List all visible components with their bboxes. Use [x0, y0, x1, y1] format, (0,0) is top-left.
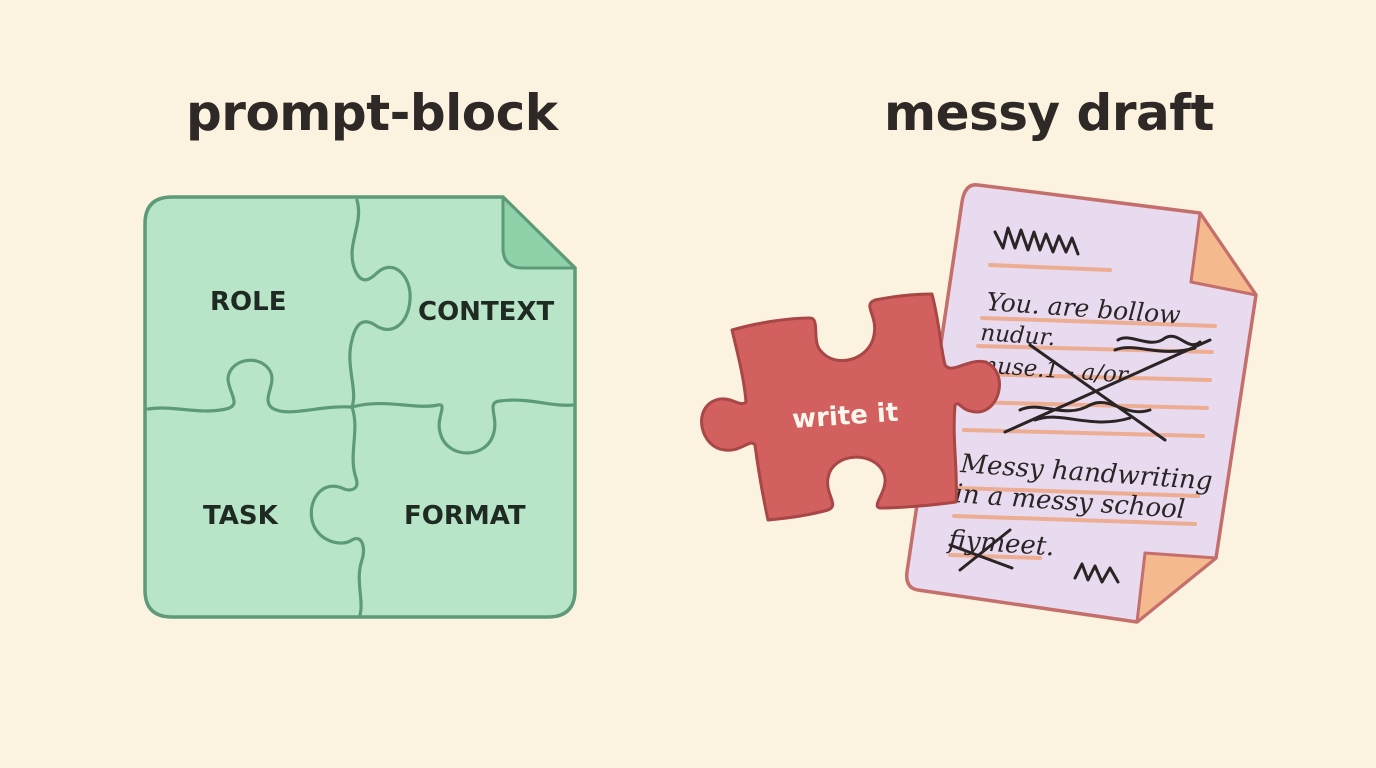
loose-piece-label: write it	[791, 398, 899, 435]
cut-line-right-horizontal	[350, 398, 574, 455]
cut-line-left-horizontal	[146, 358, 354, 414]
prompt-block-puzzle: ROLE CONTEXT TASK FORMAT	[143, 195, 577, 619]
piece-label-format: FORMAT	[404, 501, 526, 531]
paper-fold-bottom-right	[1135, 551, 1218, 624]
folded-corner	[501, 195, 577, 270]
loose-piece-shape	[700, 292, 1001, 522]
piece-label-task: TASK	[203, 501, 279, 531]
prompt-block-outline	[143, 195, 577, 619]
write-it-puzzle-piece: write it	[700, 292, 1001, 522]
piece-label-context: CONTEXT	[418, 297, 554, 327]
prompt-block-title: prompt-block	[186, 84, 558, 142]
piece-label-role: ROLE	[210, 287, 286, 317]
cut-line-upper-vertical	[348, 198, 412, 409]
scribbles	[948, 226, 1212, 584]
draft-line-2: nudur.	[980, 320, 1057, 351]
paper-fold-top-right	[1189, 211, 1258, 297]
messy-draft-title: messy draft	[884, 84, 1214, 142]
messy-draft-paper: You. are bollow nudur. muse.1 - a/or Mes…	[904, 183, 1258, 624]
cut-line-lower-vertical	[309, 405, 366, 617]
